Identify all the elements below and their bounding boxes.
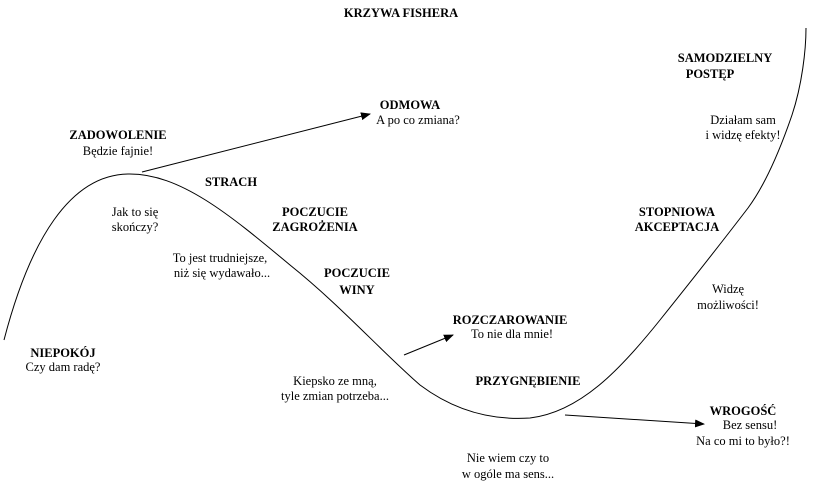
stage-zagrozenie: POCZUCIE xyxy=(282,205,348,219)
quote-wina: tyle zmian potrzeba... xyxy=(281,389,389,403)
stage-odmowa: ODMOWA xyxy=(380,98,440,112)
stage-zadowolenie: ZADOWOLENIE xyxy=(69,128,166,142)
stage-strach: STRACH xyxy=(205,175,257,189)
quote-przygnebienie: Nie wiem czy to xyxy=(467,451,549,465)
quote-akceptacja: możliwości! xyxy=(697,298,759,312)
quote-odmowa: A po co zmiana? xyxy=(376,113,460,127)
stage-zagrozenie: ZAGROŻENIA xyxy=(272,220,357,234)
quote-rozczarowanie: To nie dla mnie! xyxy=(471,327,553,341)
quote-niepokoj: Czy dam radę? xyxy=(26,360,101,374)
stage-wina: POCZUCIE xyxy=(324,266,390,280)
change-curve xyxy=(3,27,807,419)
arrow-to-wrogosc xyxy=(564,414,705,428)
quote-postep: Działam sam xyxy=(710,113,776,127)
arrow-to-rozczarowanie xyxy=(403,334,454,356)
stage-niepokoj: NIEPOKÓJ xyxy=(30,346,95,360)
quote-strach: Jak to się xyxy=(112,205,159,219)
quote-zagrozenie: To jest trudniejsze, xyxy=(173,251,268,265)
quote-wrogosc: Bez sensu! xyxy=(723,418,778,432)
stage-akceptacja: STOPNIOWA xyxy=(639,205,715,219)
quote-wina: Kiepsko ze mną, xyxy=(293,374,377,388)
stage-przygnebienie: PRZYGNĘBIENIE xyxy=(476,374,581,388)
quote-wrogosc: Na co mi to było?! xyxy=(696,434,790,448)
stage-rozczarowanie: ROZCZAROWANIE xyxy=(453,313,568,327)
quote-przygnebienie: w ogóle ma sens... xyxy=(462,467,554,481)
quote-zadowolenie: Będzie fajnie! xyxy=(83,144,153,158)
stage-akceptacja: AKCEPTACJA xyxy=(635,220,720,234)
stage-wrogosc: WROGOŚĆ xyxy=(710,404,777,418)
quote-strach: skończy? xyxy=(112,220,159,234)
quote-akceptacja: Widzę xyxy=(712,282,745,296)
quote-zagrozenie: niż się wydawało... xyxy=(174,266,270,280)
quote-postep: i widzę efekty! xyxy=(706,128,781,142)
arrow-to-odmowa xyxy=(141,112,371,173)
diagram-title: KRZYWA FISHERA xyxy=(344,6,458,20)
stage-wina: WINY xyxy=(339,283,374,297)
stage-postep: POSTĘP xyxy=(686,67,735,81)
stage-postep: SAMODZIELNY xyxy=(678,51,772,65)
